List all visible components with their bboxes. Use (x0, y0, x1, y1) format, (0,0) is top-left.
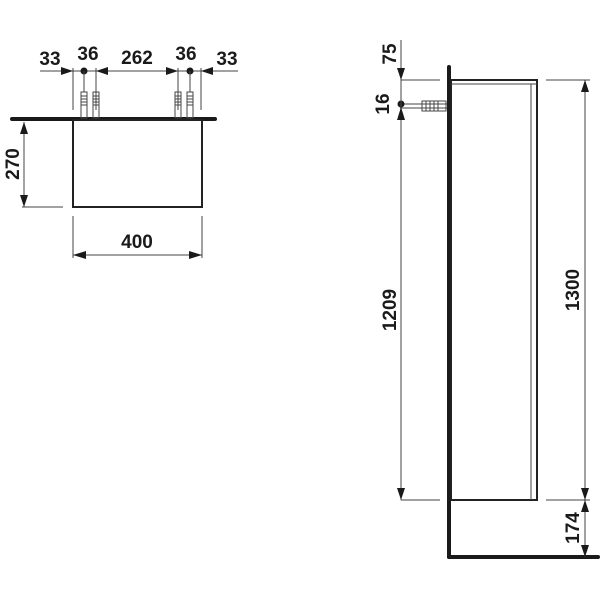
front-view: 33 36 262 36 33 270 400 (3, 44, 238, 259)
side-view: 75 16 1209 1300 174 (373, 40, 600, 559)
bolt-icon (174, 71, 182, 119)
dim-label: 75 (380, 43, 401, 65)
dim-label: 36 (77, 44, 98, 65)
bolt-icon (80, 71, 88, 119)
dim-label: 36 (175, 44, 196, 65)
bolt-icon (400, 100, 447, 112)
dim-label: 1209 (380, 289, 401, 331)
bolt-icon (186, 71, 194, 119)
bolt-icon (92, 71, 100, 119)
dim-label: 400 (121, 232, 153, 253)
side-cabinet-body (450, 79, 538, 501)
dim-label: 16 (373, 93, 394, 114)
front-cabinet-body (72, 119, 203, 208)
dim-label: 33 (39, 49, 60, 70)
dim-label: 33 (216, 49, 237, 70)
dim-label: 1300 (563, 269, 584, 311)
dim-label: 174 (563, 512, 584, 544)
dim-label: 270 (3, 148, 24, 180)
dim-label: 262 (121, 48, 153, 69)
